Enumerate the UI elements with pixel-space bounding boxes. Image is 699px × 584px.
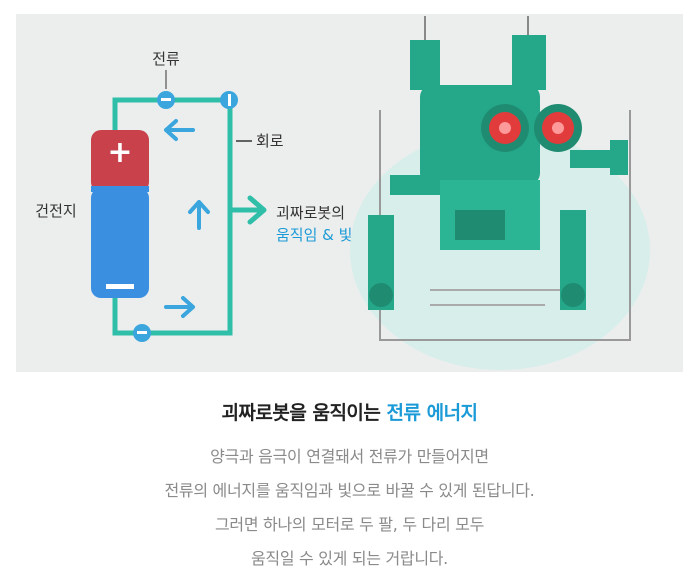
label-robot-line2: 움직임 & 빛	[276, 226, 352, 244]
battery-positive	[91, 130, 149, 192]
arrow-right-icon	[164, 296, 195, 318]
label-current: 전류	[152, 50, 180, 68]
label-battery: 건전지	[35, 202, 76, 220]
label-circuit: 회로	[256, 132, 284, 150]
caption-line: 움직일 수 있게 되는 거랍니다.	[251, 549, 448, 568]
minus-sign	[106, 284, 134, 289]
caption-title-main: 괴짜로봇을 움직이는	[221, 402, 381, 424]
circuit-diagram: + 전류 회로 건전지 괴짜로봇의 움직임 & 빛	[35, 16, 650, 370]
caption-line: 양극과 음극이 연결돼서 전류가 만들어지면	[210, 447, 489, 466]
plus-sign: +	[107, 135, 132, 170]
caption-line: 그러면 하나의 모터로 두 팔, 두 다리 모두	[214, 515, 484, 534]
arrow-left-icon	[164, 119, 195, 141]
arrow-up-icon	[188, 200, 210, 230]
robot-illustration	[350, 16, 650, 370]
label-robot-line1: 괴짜로봇의	[276, 204, 345, 222]
caption-title-accent: 전류 에너지	[386, 402, 479, 424]
battery-negative	[91, 188, 149, 298]
output-arrow-icon	[229, 195, 267, 225]
caption-line: 전류의 에너지를 움직임과 빛으로 바꿀 수 있게 된답니다.	[164, 481, 535, 500]
caption-title: 괴짜로봇을 움직이는 전류 에너지	[0, 398, 699, 425]
